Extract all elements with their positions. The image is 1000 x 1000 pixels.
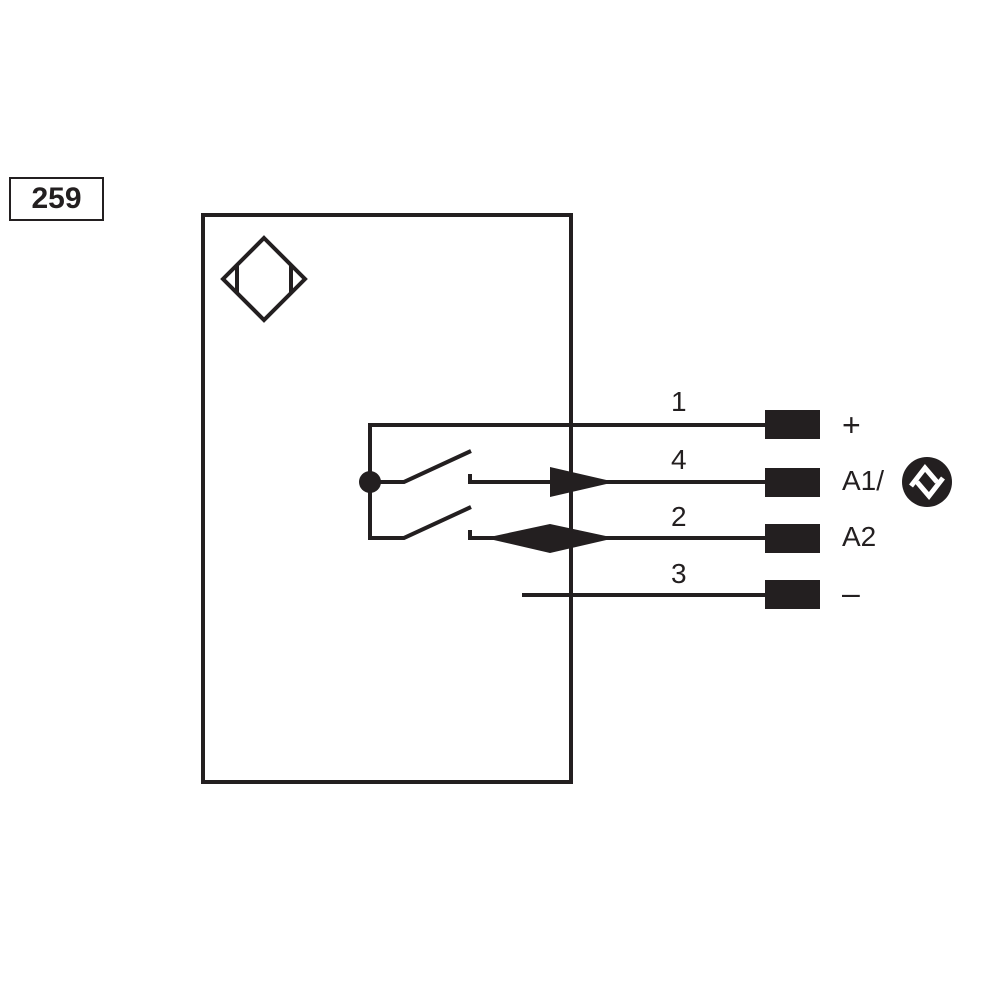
pin-number-1: 1 [671,386,687,417]
pin-function-plus: + [842,407,861,443]
wire-pin-2 [468,530,770,540]
terminal-4 [765,468,820,497]
pin-function-a2: A2 [842,521,877,552]
diagram-number-badge: 259 [9,177,104,221]
pin-number-2: 2 [671,501,687,532]
pin-number-4: 4 [671,444,687,475]
sensor-housing [201,213,573,784]
pin-number-3: 3 [671,558,687,589]
output-diamond [485,524,615,553]
sensor-symbol-icon [220,235,308,323]
junction-dot [359,471,381,493]
terminal-2 [765,524,820,553]
wire-pin-4 [468,474,770,484]
pin-function-minus: – [842,575,860,611]
switch-contact-1 [370,449,472,484]
programmable-output-icon [902,457,952,507]
terminal-1 [765,410,820,439]
output-arrow-pnp [550,467,615,497]
pin-function-a1: A1/ [842,465,885,496]
terminal-3 [765,580,820,609]
